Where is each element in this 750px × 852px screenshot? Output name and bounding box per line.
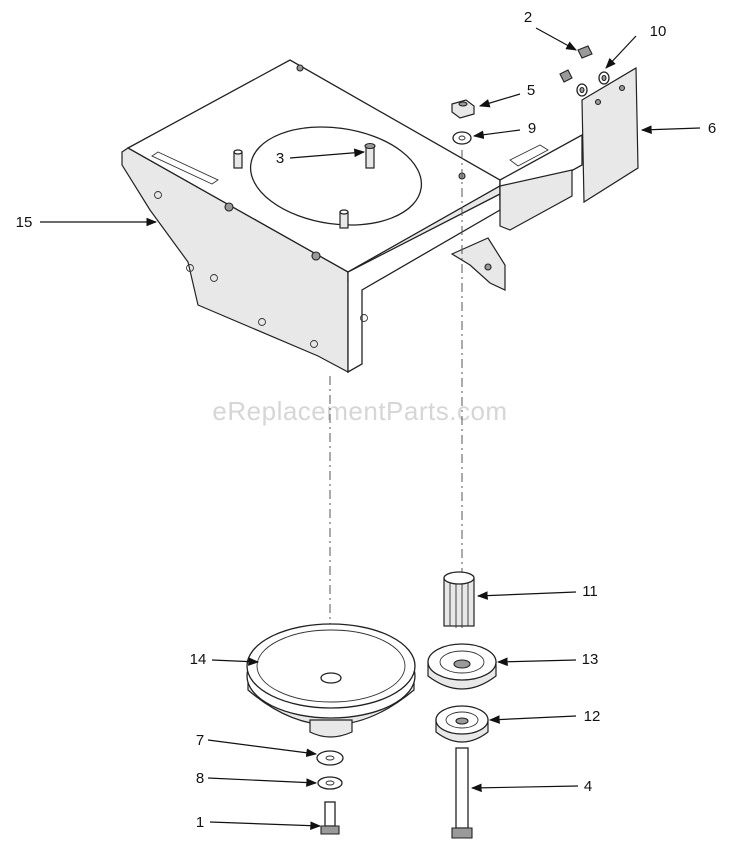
callout-7: 7 [196, 732, 204, 749]
callout-9: 9 [528, 120, 536, 137]
callout-11: 11 [582, 583, 598, 600]
shaft-bolt [451, 747, 473, 839]
callout-labels: 2 10 5 9 3 6 15 11 14 13 12 7 8 4 1 [16, 9, 717, 831]
callout-5: 5 [527, 82, 535, 99]
watermark-text: eReplacementParts.com [212, 396, 507, 426]
callout-4: 4 [584, 778, 592, 795]
callout-13: 13 [582, 651, 599, 668]
idler-pulley-upper [427, 643, 497, 690]
pulley-hardware [316, 750, 344, 835]
callout-10: 10 [650, 23, 667, 40]
callout-3: 3 [276, 150, 284, 167]
callout-2: 2 [524, 9, 532, 26]
callout-12: 12 [584, 708, 601, 725]
callout-14: 14 [190, 651, 207, 668]
callout-6: 6 [708, 120, 716, 137]
large-pulley [246, 623, 416, 738]
leader-lines [40, 27, 701, 830]
idler-pulley-lower [435, 705, 489, 743]
cover-plate [581, 66, 639, 204]
drive-gear [443, 571, 475, 628]
nut-and-washer [451, 99, 475, 145]
mounting-bracket [121, 59, 583, 374]
screw-assembly [559, 45, 610, 97]
callout-1: 1 [196, 814, 204, 831]
callout-15: 15 [16, 214, 33, 231]
callout-8: 8 [196, 770, 204, 787]
